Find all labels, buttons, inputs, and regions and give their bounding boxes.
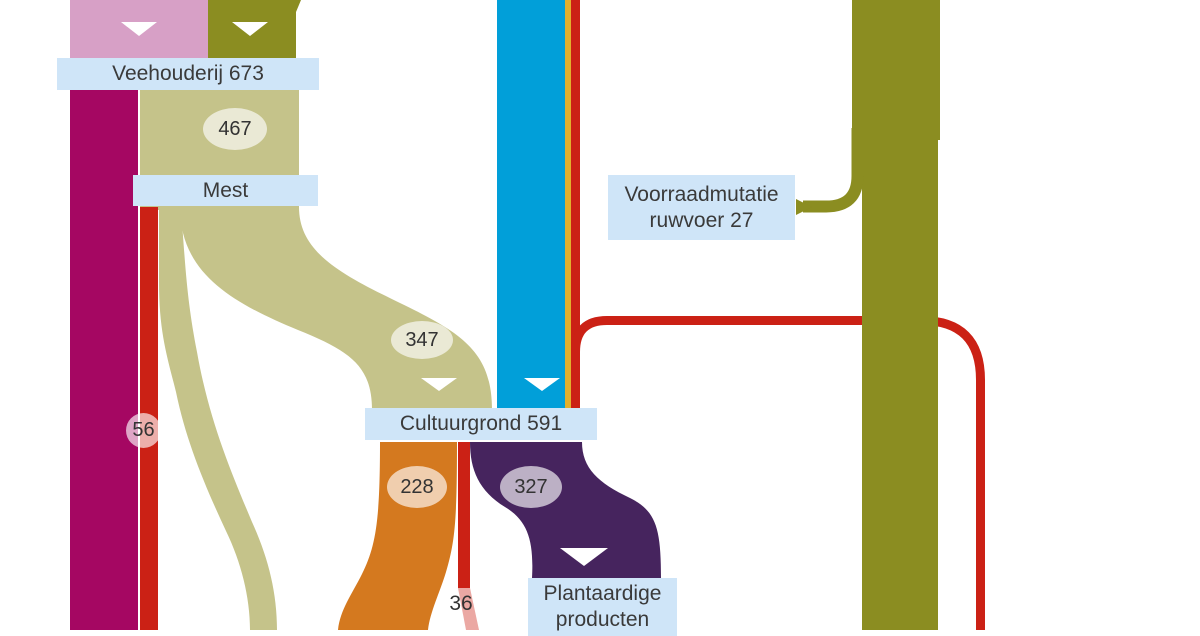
chevron-down-icon [232, 22, 268, 36]
node-label-plantaardige-producten: Plantaardige producten [528, 578, 677, 636]
node-label-cultuurgrond-text: Cultuurgrond 591 [399, 412, 563, 435]
flow-khaki-mest-to-cultuurgrond [180, 207, 492, 410]
flow-magenta-output [70, 90, 138, 630]
flow-blue-input [497, 0, 565, 410]
value-badge-56: 56 [126, 413, 161, 448]
value-badge-228: 228 [387, 466, 447, 508]
flow-khaki-thin-mest-output [159, 207, 277, 630]
node-label-voorraadmutatie: Voorraadmutatie ruwvoer 27 [608, 175, 795, 240]
chevron-down-icon [121, 22, 157, 36]
flow-red-stripe [571, 0, 580, 410]
value-badge-467: 467 [203, 108, 267, 150]
node-label-plantaardige-line1: Plantaardige [543, 582, 662, 605]
chevron-down-icon [421, 378, 457, 391]
node-label-veehouderij: Veehouderij 673 [57, 58, 319, 90]
flow-olive-column-upper [852, 0, 940, 140]
node-label-voorraadmutatie-line1: Voorraadmutatie [624, 182, 779, 206]
flow-red-36-light-tail [458, 588, 479, 630]
node-label-mest-text: Mest [202, 178, 249, 202]
flow-red-36 [458, 442, 470, 588]
chevron-down-icon [560, 548, 608, 566]
value-label-36: 36 [449, 592, 473, 615]
flow-olive-voorraadmutatie-branch [803, 128, 864, 213]
chevron-down-icon [524, 378, 560, 391]
node-label-cultuurgrond: Cultuurgrond 591 [365, 408, 597, 440]
node-label-mest: Mest [133, 175, 318, 206]
node-label-plantaardige-line2: producten [555, 608, 650, 631]
flow-yellow-stripe [565, 0, 571, 410]
value-badge-347: 347 [391, 321, 453, 359]
flow-olive-column-lower [862, 138, 938, 630]
node-label-voorraadmutatie-line2: ruwvoer 27 [649, 208, 754, 232]
voorraadmutatie-arrow-icon [796, 199, 812, 215]
node-label-veehouderij-text: Veehouderij 673 [112, 62, 264, 85]
value-badge-327: 327 [500, 466, 562, 508]
